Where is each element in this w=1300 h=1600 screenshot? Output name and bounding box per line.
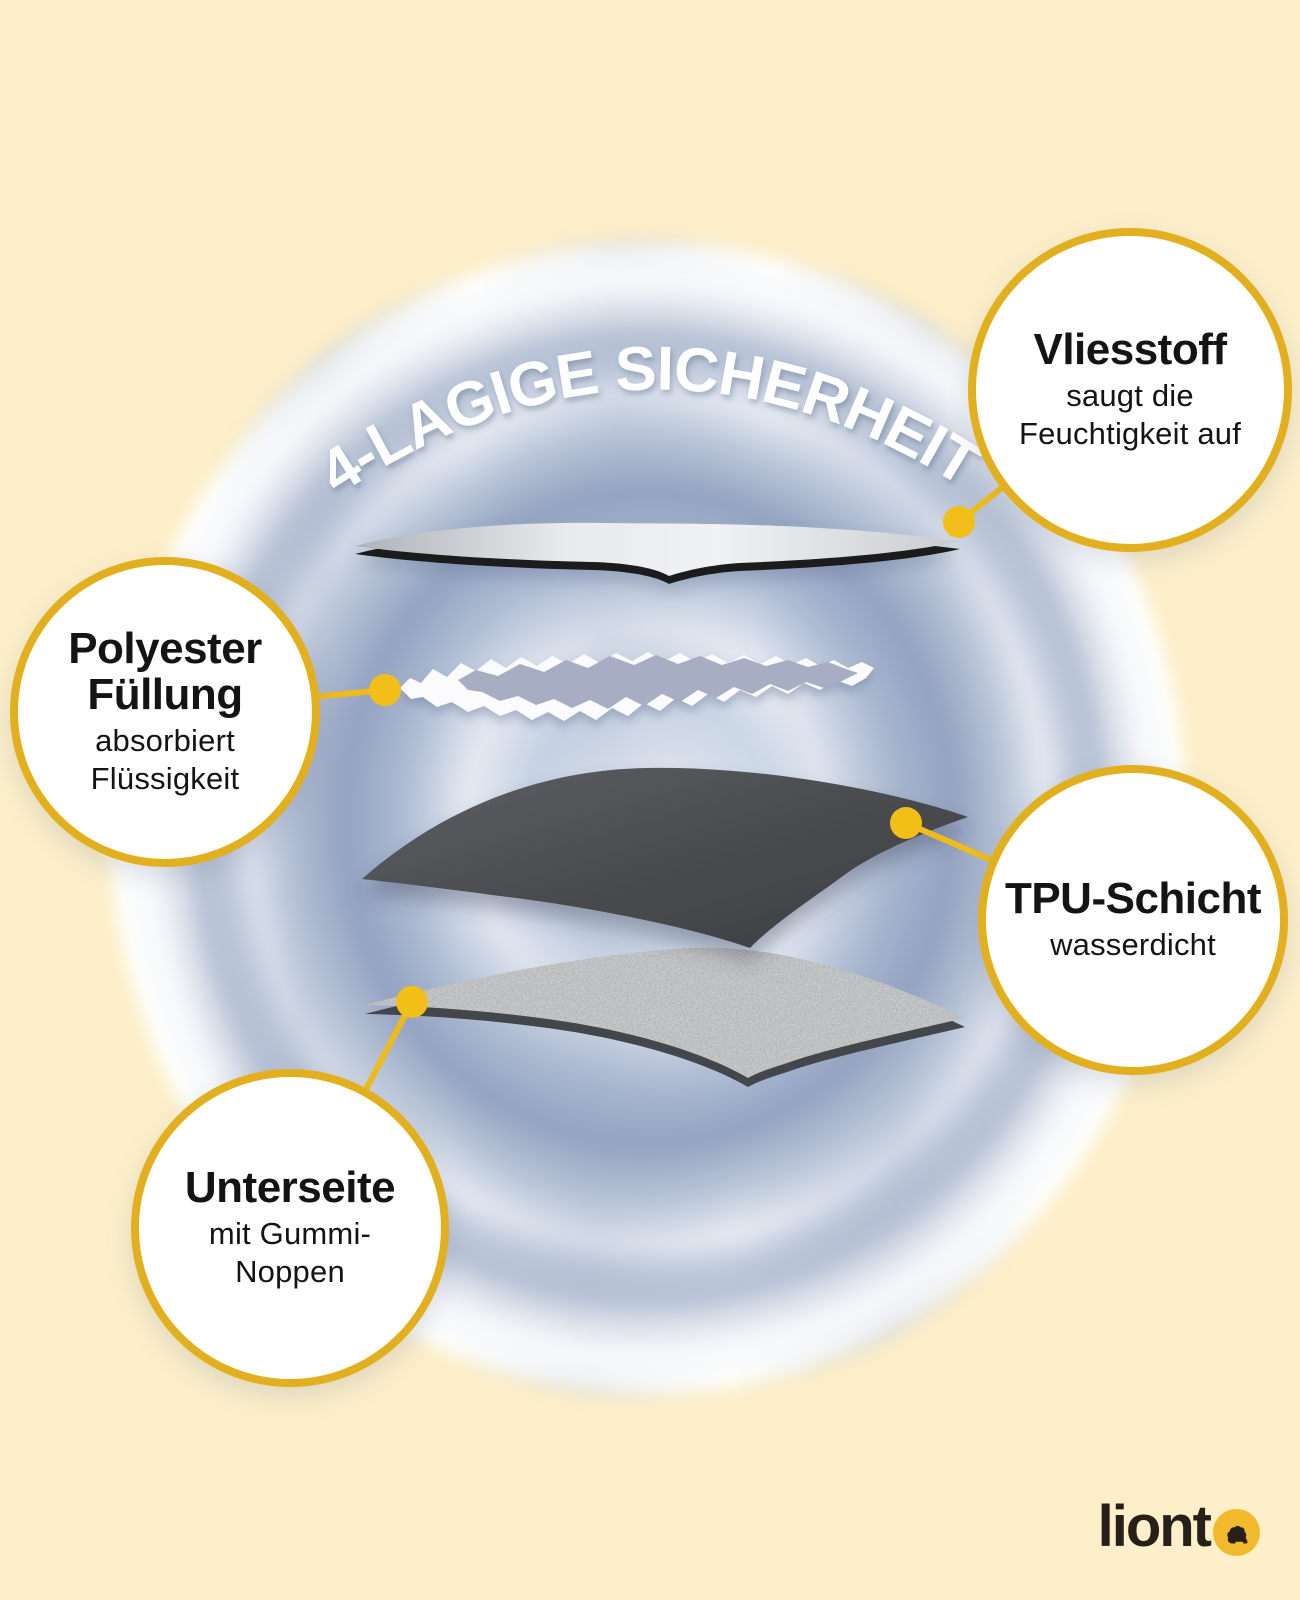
callout-heading: TPU-Schicht <box>1004 874 1262 923</box>
callout-heading: Unterseite <box>184 1163 396 1213</box>
lionto-logo: liont <box>1098 1498 1260 1556</box>
connector-dot-polyester <box>369 674 401 706</box>
lionto-wordmark: liont <box>1097 1494 1212 1559</box>
callout-unterseite: Unterseite mit Gummi-Noppen <box>131 1069 449 1387</box>
layer-unterseite-sheet <box>365 947 965 1087</box>
callout-tpu: TPU-Schicht wasserdicht <box>978 765 1288 1075</box>
callout-polyester: Polyester Füllung absorbiert Flüssigkeit <box>10 557 320 867</box>
layer-tpu-sheet <box>362 767 968 948</box>
headline-arc: 4-LAGIGE SICHERHEIT <box>308 334 993 508</box>
callout-body: wasserdicht <box>1050 927 1216 963</box>
callout-heading: Vliesstoff <box>1033 325 1227 375</box>
connector-dot-tpu <box>890 807 922 839</box>
connector-dot-unterseite <box>396 986 428 1018</box>
callout-body: mit Gummi-Noppen <box>208 1216 372 1290</box>
callout-heading: Polyester Füllung <box>68 624 262 720</box>
callout-vliesstoff: Vliesstoff saugt die Feuchtigkeit auf <box>968 228 1292 552</box>
callout-body: absorbiert Flüssigkeit <box>90 723 240 797</box>
connector-dot-vliesstoff <box>943 506 975 538</box>
callout-body: saugt die Feuchtigkeit auf <box>1018 378 1242 452</box>
page-title: 4-LAGIGE SICHERHEIT <box>308 334 992 508</box>
lion-icon <box>1213 1508 1260 1556</box>
layer-polyester-filling <box>400 652 874 721</box>
